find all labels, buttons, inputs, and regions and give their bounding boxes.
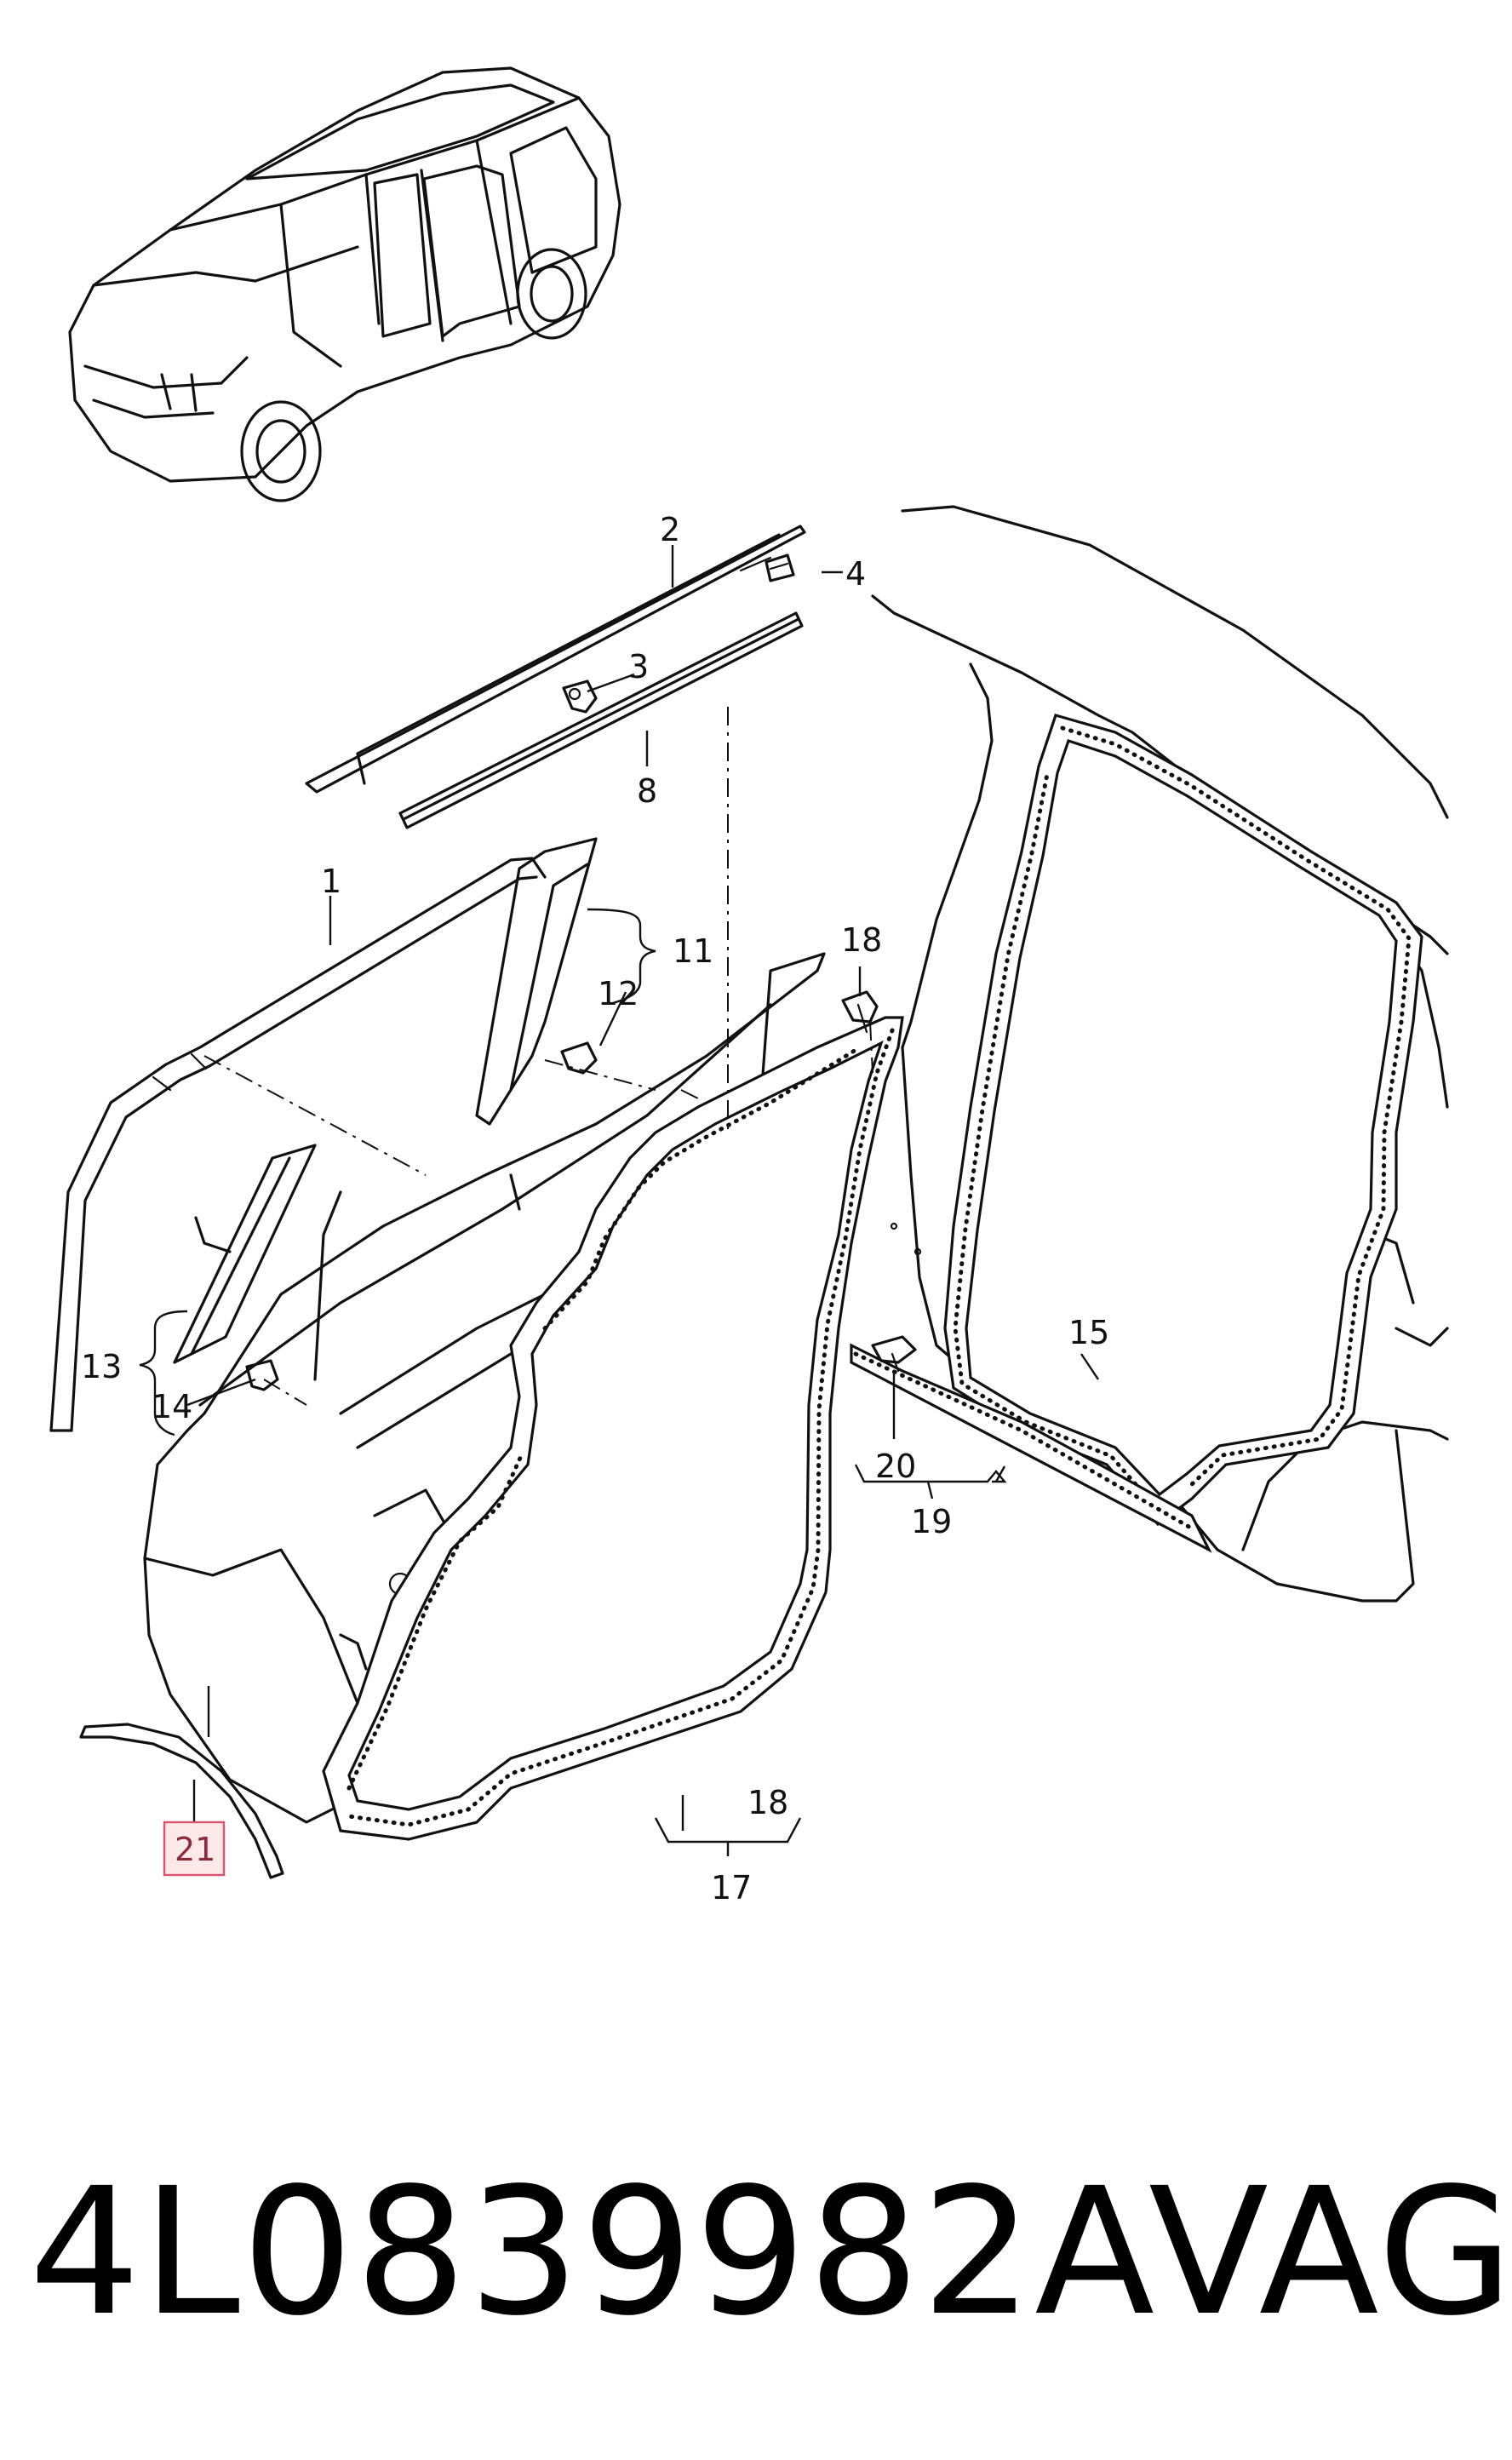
part-number-footer: 4L0839982A VAG	[29, 2146, 1512, 2359]
callout-11: 11	[673, 932, 713, 970]
callout-14: 14	[152, 1388, 192, 1425]
sill-seal-19	[850, 1343, 1212, 1553]
door-frame-seal-1	[49, 857, 547, 1432]
brand-name: VAG	[1148, 2150, 1512, 2354]
assembly-lines	[203, 707, 873, 1406]
end-cap-4	[765, 553, 795, 582]
callout-labels: 2 4 3 8 1 11 12 18 13 14 15 20 19 18 17 …	[81, 511, 1109, 1907]
callout-17: 17	[711, 1869, 752, 1907]
callout-18-top: 18	[841, 921, 882, 959]
wheel-arch-trim-21	[79, 1723, 284, 1879]
callout-21: 21	[175, 1831, 215, 1868]
roof-trim-strip-2	[305, 525, 806, 794]
callout-3: 3	[628, 648, 649, 685]
callout-leaders	[139, 545, 1099, 1856]
clip-20	[871, 1335, 917, 1373]
callout-2: 2	[660, 511, 680, 548]
clip-3	[562, 680, 598, 714]
window-trim-13	[173, 1144, 317, 1364]
body-opening-seal-15	[943, 714, 1423, 1527]
callout-15: 15	[1068, 1314, 1109, 1351]
clip-12	[560, 1041, 598, 1075]
window-channel-strip-8	[398, 611, 804, 829]
clip-14	[245, 1359, 279, 1391]
callout-8: 8	[637, 772, 657, 810]
door-seal-17	[322, 1016, 904, 1841]
callout-13: 13	[81, 1348, 122, 1385]
callout-19: 19	[911, 1503, 952, 1540]
clip-18	[841, 990, 879, 1034]
callout-18-bottom: 18	[747, 1784, 788, 1821]
highlighted-part-box	[163, 1821, 226, 1877]
callout-20: 20	[875, 1448, 916, 1485]
callout-4: 4	[845, 555, 866, 593]
window-trim-11	[475, 837, 598, 1126]
vehicle-overview-illustration	[68, 66, 621, 502]
callout-1: 1	[321, 863, 341, 900]
callout-12: 12	[598, 975, 639, 1012]
part-number: 4L0839982A	[29, 2150, 1157, 2354]
